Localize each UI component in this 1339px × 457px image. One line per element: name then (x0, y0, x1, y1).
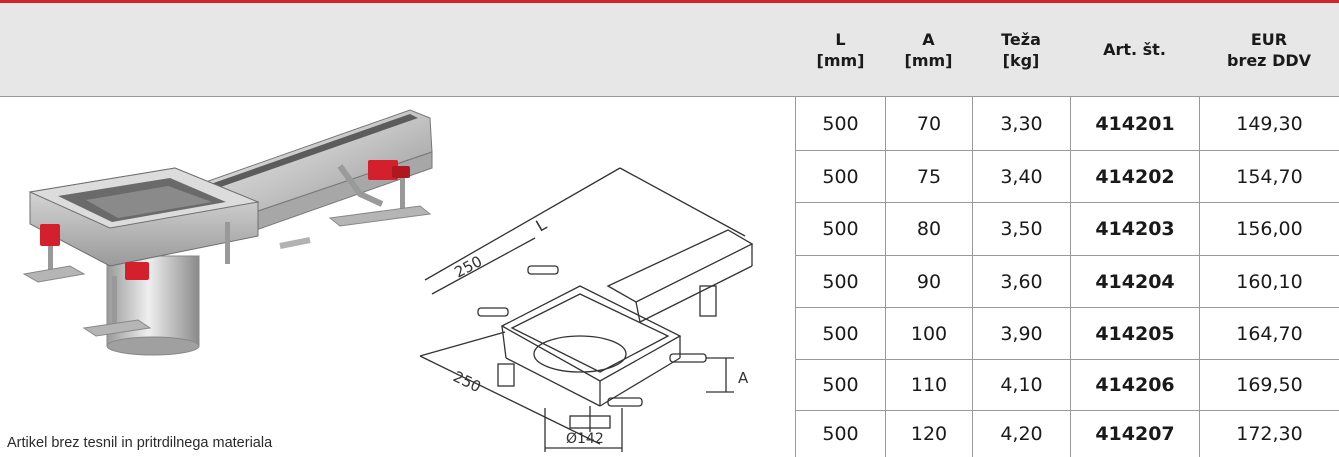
table-cell-price: 169,50 (1236, 374, 1303, 396)
table-left-border (795, 96, 796, 457)
dimension-label-width-top: 250 (451, 252, 485, 281)
table-cell-article-number: 414204 (1095, 270, 1175, 293)
header-bottom-rule (0, 96, 1339, 97)
row-divider (795, 150, 1339, 151)
table-cell-length: 500 (822, 165, 859, 188)
table-cell-price: 156,00 (1236, 218, 1303, 240)
dimension-label-length: L (533, 215, 550, 236)
header-height: A [mm] (904, 29, 953, 70)
table-cell-weight: 4,10 (1000, 374, 1043, 396)
header-price: EUR brez DDV (1226, 29, 1312, 70)
table-cell-weight: 3,30 (1000, 112, 1043, 135)
product-illustration: L 250 250 A Ø142 (22, 109, 754, 452)
table-cell-article-number: 414206 (1095, 374, 1175, 396)
table-cell-length: 500 (822, 270, 859, 293)
table-cell-height: 90 (916, 270, 942, 293)
table-cell-price: 160,10 (1236, 270, 1303, 293)
table-cell-weight: 3,60 (1000, 270, 1043, 293)
table-cell-article-number: 414203 (1095, 218, 1175, 240)
table-cell-length: 500 (822, 423, 859, 445)
table-cell-height: 110 (910, 374, 948, 396)
top-accent-line (0, 0, 1339, 3)
table-cell-article-number: 414205 (1095, 322, 1175, 345)
header-length: L [mm] (816, 29, 865, 70)
row-divider (795, 410, 1339, 411)
drain-technical-drawing (419, 167, 754, 452)
table-cell-length: 500 (822, 374, 859, 396)
table-cell-weight: 3,50 (1000, 218, 1043, 240)
table-cell-article-number: 414202 (1095, 165, 1175, 188)
row-divider (795, 307, 1339, 308)
header-article-number: Art. št. (1103, 40, 1166, 59)
table-cell-article-number: 414207 (1095, 423, 1175, 445)
table-cell-article-number: 414201 (1095, 112, 1175, 135)
table-cell-weight: 3,90 (1000, 322, 1043, 345)
table-cell-height: 70 (916, 112, 942, 135)
table-cell-length: 500 (822, 322, 859, 345)
dimension-label-width-bottom: 250 (450, 367, 484, 396)
column-divider (1199, 96, 1200, 457)
product-caption: Artikel brez tesnil in pritrdilnega mate… (7, 435, 273, 451)
row-divider (795, 359, 1339, 360)
table-cell-length: 500 (822, 112, 859, 135)
table-cell-price: 154,70 (1236, 165, 1303, 188)
table-cell-height: 100 (910, 322, 948, 345)
column-divider (1070, 96, 1071, 457)
drain-3d-render (22, 109, 433, 356)
table-cell-height: 120 (910, 423, 948, 445)
table-cell-price: 149,30 (1236, 112, 1303, 135)
table-cell-length: 500 (822, 218, 859, 240)
table-cell-weight: 4,20 (1000, 423, 1043, 445)
dimension-label-height: A (738, 369, 749, 387)
column-divider (972, 96, 973, 457)
header-weight: Teža [kg] (1001, 29, 1041, 70)
column-divider (885, 96, 886, 457)
table-cell-weight: 3,40 (1000, 165, 1043, 188)
table-cell-price: 172,30 (1236, 423, 1303, 445)
table-cell-height: 75 (916, 165, 942, 188)
table-header-bar (0, 3, 1339, 96)
table-cell-price: 164,70 (1236, 322, 1303, 345)
row-divider (795, 202, 1339, 203)
table-cell-height: 80 (916, 218, 942, 240)
row-divider (795, 255, 1339, 256)
dimension-label-diameter: Ø142 (566, 431, 604, 447)
